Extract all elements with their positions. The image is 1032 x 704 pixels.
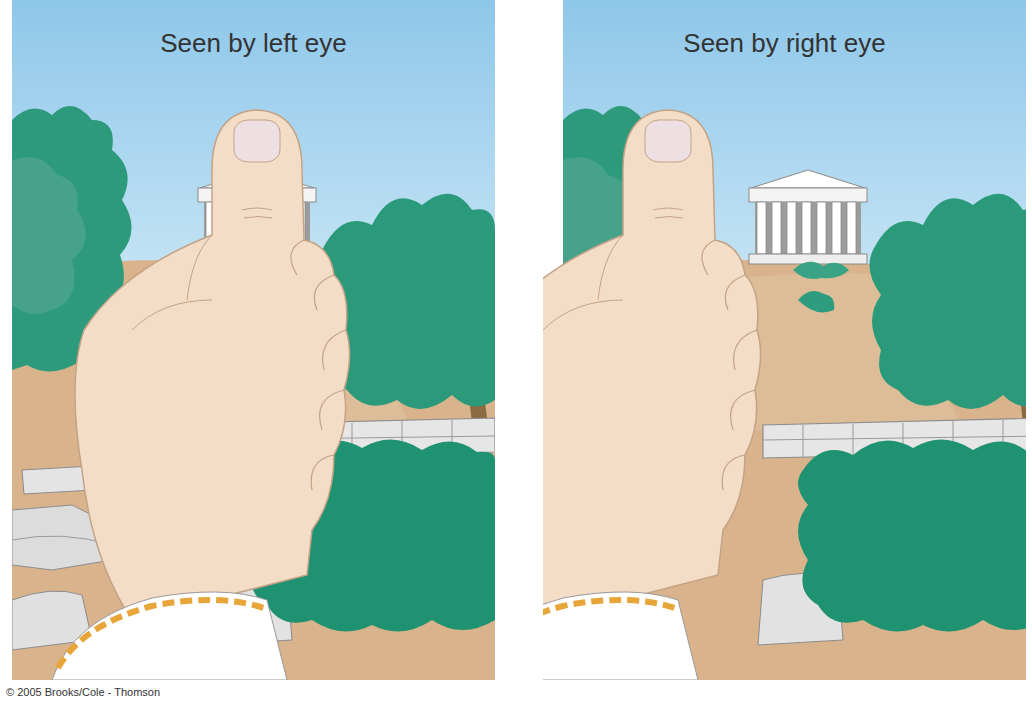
left-eye-view [12,0,495,680]
view-panel: Seen by right eye [543,0,1026,680]
view-panel: Seen by left eye [12,0,495,680]
right-eye-view [543,0,1026,680]
panel-title: Seen by left eye [12,0,495,59]
panel-title: Seen by right eye [543,0,1026,59]
copyright-note: © 2005 Brooks/Cole - Thomson [6,686,160,698]
